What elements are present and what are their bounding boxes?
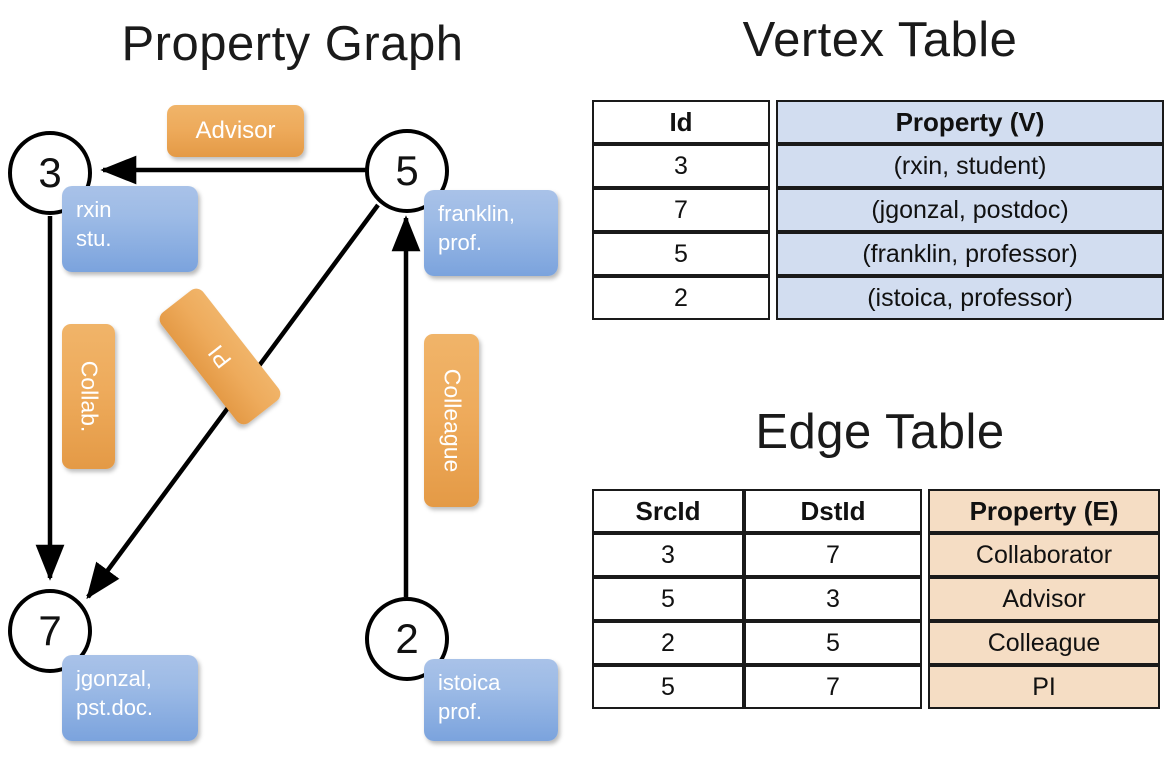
- edge-row-3-property: PI: [928, 665, 1160, 709]
- vertex-row-1-id: 7: [592, 188, 770, 232]
- table-row: 3 7 Collaborator: [592, 533, 1160, 577]
- vertex-property-3-line2: stu.: [76, 225, 112, 251]
- edge-row-2-property: Colleague: [928, 621, 1160, 665]
- edge-table-header-property: Property (E): [928, 489, 1160, 533]
- edge-table-column-gap: [922, 621, 928, 665]
- edge-row-0-dst: 7: [744, 533, 922, 577]
- table-row: 5 7 PI: [592, 665, 1160, 709]
- vertex-table-column-gap: [770, 232, 776, 276]
- graph-node-7-label: 7: [38, 607, 62, 654]
- vertex-row-3-property: (istoica, professor): [776, 276, 1164, 320]
- edge-row-0-property: Collaborator: [928, 533, 1160, 577]
- vertex-row-3-id: 2: [592, 276, 770, 320]
- table-row: 2 5 Colleague: [592, 621, 1160, 665]
- vertex-property-7-line1: jgonzal,: [76, 666, 152, 691]
- vertex-table-header-row: Id Property (V): [592, 100, 1164, 144]
- edge-table-header-srcid: SrcId: [592, 489, 744, 533]
- edge-table-header-dstid: DstId: [744, 489, 922, 533]
- edge-row-2-src: 2: [592, 621, 744, 665]
- page-title-vertex-table: Vertex Table: [742, 13, 1018, 67]
- vertex-property-box-2: istoica prof.: [424, 659, 558, 741]
- edge-table-header-row: SrcId DstId Property (E): [592, 489, 1160, 533]
- vertex-row-0-property: (rxin, student): [776, 144, 1164, 188]
- vertex-property-5-line2: prof.: [438, 229, 483, 255]
- graph-node-5[interactable]: 5: [365, 129, 449, 213]
- vertex-row-0-id: 3: [592, 144, 770, 188]
- vertex-table-column-gap: [770, 100, 776, 144]
- vertex-property-box-5: franklin, prof.: [424, 190, 558, 276]
- edge-row-3-src: 5: [592, 665, 744, 709]
- graph-node-2[interactable]: 2: [365, 597, 449, 681]
- vertex-table-column-gap: [770, 188, 776, 232]
- edge-label-pi-text: PI: [202, 340, 237, 374]
- edge-label-advisor-text: Advisor: [195, 117, 276, 144]
- edge-table-column-gap: [922, 577, 928, 621]
- vertex-property-box-3: rxin stu.: [62, 186, 198, 272]
- edge-row-0-src: 3: [592, 533, 744, 577]
- vertex-table-header-property: Property (V): [776, 100, 1164, 144]
- edge-row-1-src: 5: [592, 577, 744, 621]
- vertex-row-1-property: (jgonzal, postdoc): [776, 188, 1164, 232]
- graph-node-2-label: 2: [395, 615, 419, 662]
- vertex-table-column-gap: [770, 144, 776, 188]
- vertex-row-2-id: 5: [592, 232, 770, 276]
- edge-row-1-property: Advisor: [928, 577, 1160, 621]
- edge-row-2-dst: 5: [744, 621, 922, 665]
- vertex-table-header-id: Id: [592, 100, 770, 144]
- property-graph-diagram: 3 5 7 2 rxin stu. franklin, prof. jgonza…: [8, 105, 558, 741]
- table-row: 3 (rxin, student): [592, 144, 1164, 188]
- table-row: 5 (franklin, professor): [592, 232, 1164, 276]
- vertex-row-2-property: (franklin, professor): [776, 232, 1164, 276]
- vertex-property-5-line1: franklin,: [438, 201, 516, 226]
- vertex-property-7-line2: pst.doc.: [76, 694, 154, 720]
- edge-label-colleague-text: Colleague: [439, 368, 465, 473]
- graph-node-5-label: 5: [395, 147, 419, 194]
- vertex-table-column-gap: [770, 276, 776, 320]
- vertex-property-2-line1: istoica: [438, 670, 501, 695]
- edge-label-advisor: Advisor: [167, 105, 304, 157]
- vertex-property-box-7: jgonzal, pst.doc.: [62, 655, 198, 741]
- table-row: 7 (jgonzal, postdoc): [592, 188, 1164, 232]
- edge-table: SrcId DstId Property (E) 3 7 Collaborato…: [592, 489, 1160, 709]
- vertex-property-2-line2: prof.: [438, 698, 483, 724]
- edge-row-1-dst: 3: [744, 577, 922, 621]
- edge-label-collab: Collab.: [62, 324, 115, 469]
- edge-table-column-gap: [922, 665, 928, 709]
- table-row: 2 (istoica, professor): [592, 276, 1164, 320]
- edge-table-column-gap: [922, 489, 928, 533]
- edge-row-3-dst: 7: [744, 665, 922, 709]
- graph-node-3-label: 3: [38, 149, 62, 196]
- edge-label-collab-text: Collab.: [76, 360, 103, 433]
- vertex-table: Id Property (V) 3 (rxin, student) 7 (jgo…: [592, 100, 1164, 320]
- table-row: 5 3 Advisor: [592, 577, 1160, 621]
- page-title-edge-table: Edge Table: [755, 405, 1005, 459]
- edge-label-colleague: Colleague: [424, 334, 479, 507]
- edge-table-column-gap: [922, 533, 928, 577]
- page-title-property-graph: Property Graph: [121, 17, 464, 71]
- vertex-property-3-line1: rxin: [76, 197, 112, 222]
